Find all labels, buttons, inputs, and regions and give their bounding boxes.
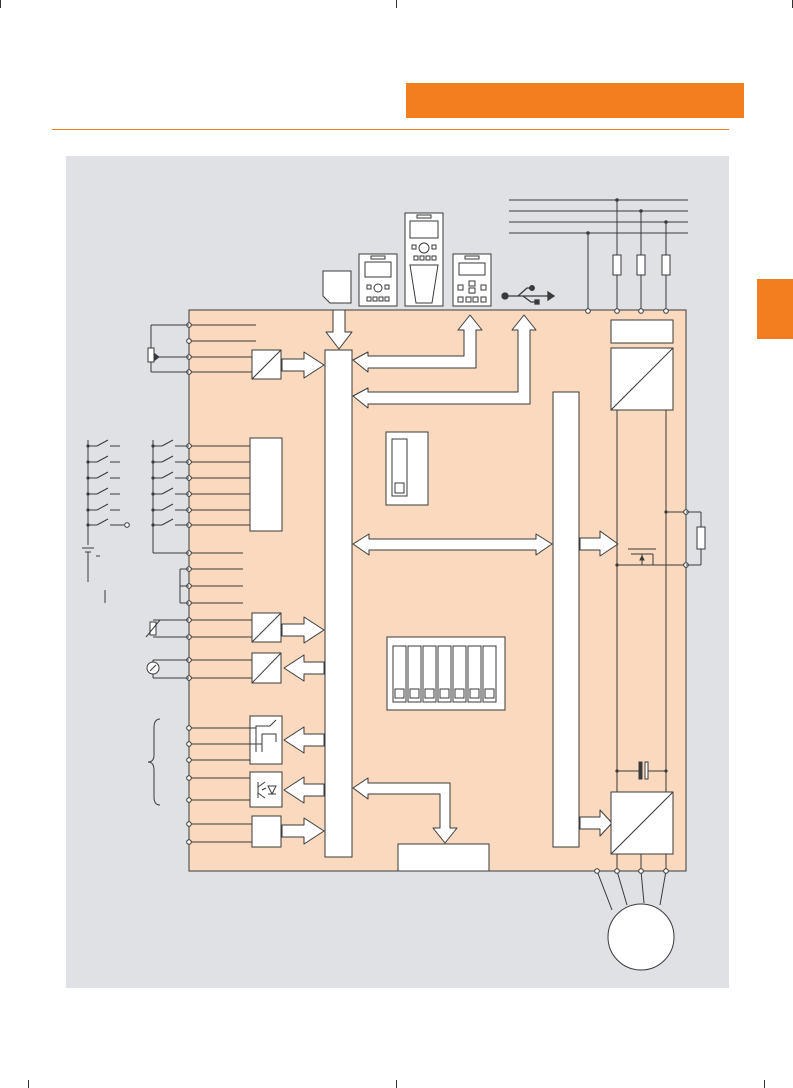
dip-switch-bank-icon xyxy=(386,636,506,711)
mains-filter xyxy=(610,319,674,344)
analog-input-converter xyxy=(251,349,282,380)
analog-meter-icon xyxy=(146,659,189,679)
rectifier-icon xyxy=(610,347,674,411)
thermistor-input-converter xyxy=(189,612,282,643)
memory-card-icon xyxy=(322,270,352,304)
text-keypad-module-icon xyxy=(452,253,492,307)
brake-resistor-icon xyxy=(686,511,706,566)
block-diagram xyxy=(66,156,729,988)
processor-bus xyxy=(324,349,353,858)
header-rule xyxy=(52,129,729,130)
data-arrows xyxy=(281,309,619,845)
fieldbus-interface xyxy=(397,843,490,872)
relay-brace xyxy=(147,718,161,806)
header-bar xyxy=(406,83,744,118)
relay-output xyxy=(189,715,283,765)
chapter-tab xyxy=(757,279,793,339)
optocoupler-icon xyxy=(189,771,283,808)
encoder-input-block xyxy=(189,815,282,848)
digital-input-switches xyxy=(82,439,189,604)
inverter-icon xyxy=(610,791,674,855)
analog-output-converter xyxy=(189,652,282,684)
keypad-module-icon xyxy=(358,253,398,307)
mains-supply xyxy=(509,199,688,320)
mains-fuses xyxy=(612,254,671,276)
capacitor-icon xyxy=(638,761,649,780)
motor-leads xyxy=(596,854,667,911)
brake-chopper xyxy=(628,548,656,565)
thermistor-icon xyxy=(145,619,189,638)
digital-input-block xyxy=(249,437,283,532)
dip-switch-icon xyxy=(385,431,429,506)
power-bus xyxy=(552,391,580,848)
motor-icon xyxy=(607,903,675,971)
usb-icon xyxy=(501,285,556,305)
keypad-module-icon xyxy=(404,212,444,307)
potentiometer-icon xyxy=(147,324,189,373)
